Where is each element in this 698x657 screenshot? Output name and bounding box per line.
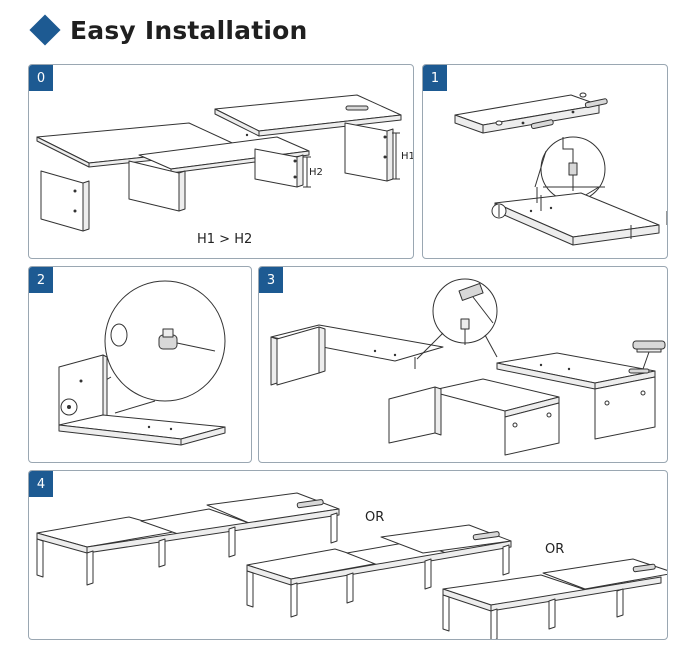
height-comparison-caption: H1 > H2 xyxy=(197,232,252,247)
or-label-2: OR xyxy=(545,542,564,557)
step-4-badge: 4 xyxy=(29,471,53,497)
page-title: Easy Installation xyxy=(70,15,308,45)
step-4-illustration: OR OR xyxy=(36,492,667,639)
step-1-panel: 1 xyxy=(422,64,668,259)
step-1-badge: 1 xyxy=(423,65,447,91)
h1-label: H1 xyxy=(401,151,414,162)
step-3-illustration xyxy=(270,278,666,456)
step-3-panel: 3 xyxy=(258,266,668,463)
step-0-illustration: H1 H2 H1 > H2 xyxy=(36,94,414,247)
step-2-badge: 2 xyxy=(29,267,53,293)
step-3-badge: 3 xyxy=(259,267,283,293)
step-1-illustration xyxy=(454,92,667,246)
or-label-1: OR xyxy=(365,510,384,525)
step-2-panel: 2 xyxy=(28,266,252,463)
h2-label: H2 xyxy=(309,167,323,178)
page-header: Easy Installation xyxy=(28,10,308,50)
diamond-bullet-icon xyxy=(29,14,61,46)
step-2-illustration xyxy=(58,280,226,446)
step-4-panel: 4 OR OR xyxy=(28,470,668,640)
step-0-panel: 0 H1 H2 xyxy=(28,64,414,259)
step-0-badge: 0 xyxy=(29,65,53,91)
